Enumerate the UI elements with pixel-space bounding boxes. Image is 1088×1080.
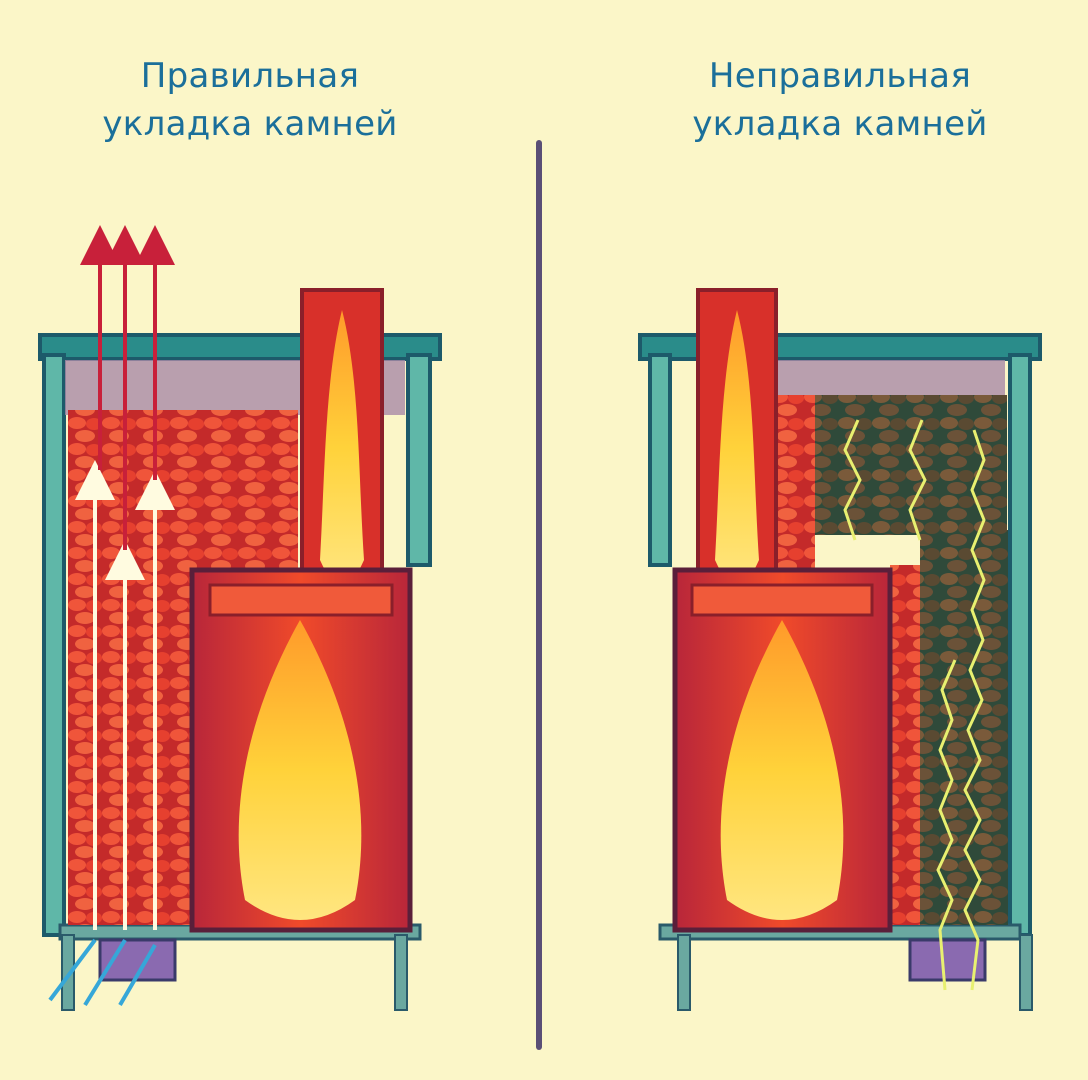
stove-diagram-correct	[38, 225, 442, 1011]
arrow-up-icon	[48, 938, 97, 1002]
zigzag-arrow-icon	[963, 429, 986, 991]
center-divider	[536, 140, 542, 1050]
chimney	[696, 288, 778, 612]
stove-leg	[61, 934, 75, 1011]
title-correct-line-2: укладка камней	[102, 104, 398, 144]
flame-icon	[238, 620, 362, 920]
stove-leg	[394, 934, 408, 1011]
airflow-zigzag-incorrect	[843, 419, 986, 991]
arrow-up-icon	[83, 938, 127, 1007]
stove-diagram-incorrect	[638, 288, 1042, 1011]
title-correct-stone-laying: Правильная укладка камней	[60, 52, 440, 148]
title-incorrect-line-2: укладка камней	[692, 104, 988, 144]
zigzag-arrow-icon	[908, 419, 927, 541]
chimney	[300, 288, 384, 612]
stove-leg	[1019, 934, 1033, 1011]
firebox	[672, 567, 893, 933]
arrow-up-icon	[118, 943, 157, 1007]
zigzag-arrow-icon	[843, 419, 862, 541]
airflow-arrows-correct	[48, 225, 175, 1007]
zigzag-arrow-icon	[936, 659, 957, 991]
title-incorrect-line-1: Неправильная	[708, 56, 972, 96]
stone-fill-mixed	[775, 395, 1008, 925]
firebox	[189, 567, 413, 933]
title-incorrect-stone-laying: Неправильная укладка камней	[640, 52, 1040, 148]
stove-leg	[677, 934, 691, 1011]
flame-icon	[720, 620, 844, 920]
title-correct-line-1: Правильная	[140, 56, 360, 96]
